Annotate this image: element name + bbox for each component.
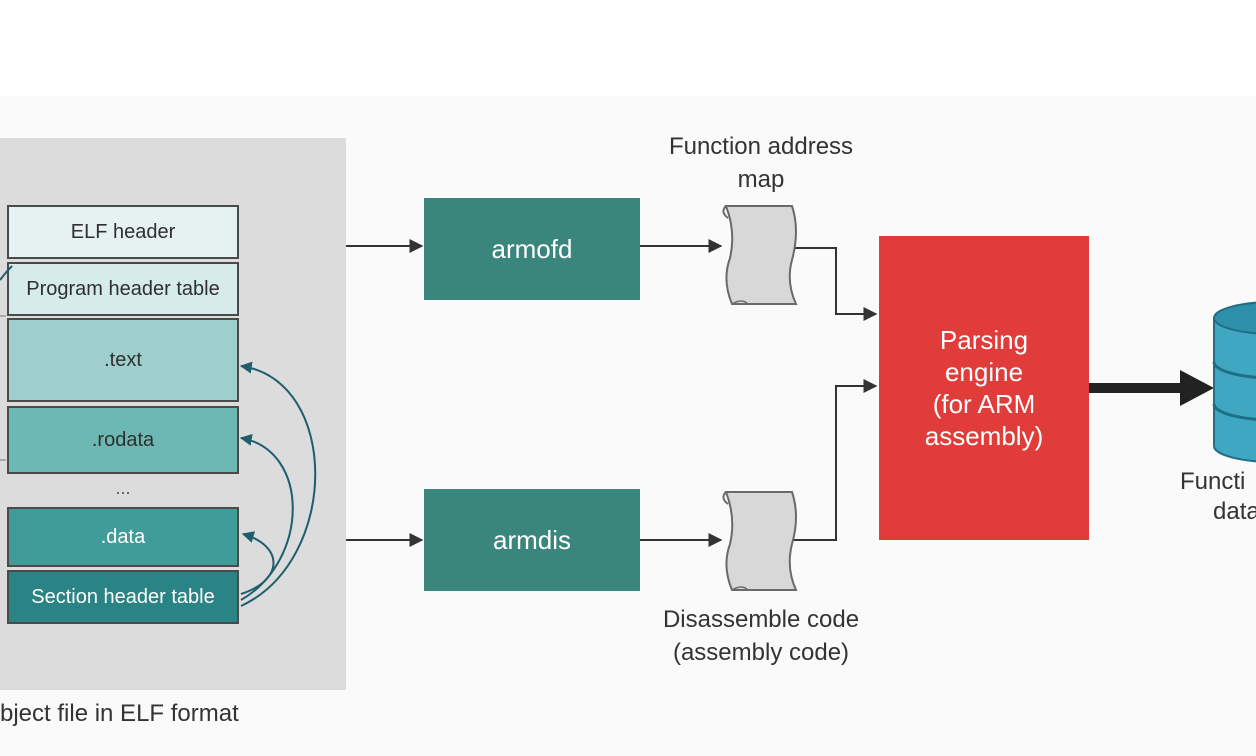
arrow-engine-to-database-head: [1180, 370, 1214, 406]
elf-object-caption: bject file in ELF format: [0, 700, 239, 727]
function-address-map-line2: map: [737, 166, 785, 193]
program-header-table-label: Program header table: [26, 277, 220, 300]
text-section-label: .text: [104, 348, 142, 371]
data-section-segment: .data: [7, 507, 239, 567]
section-header-table-label: Section header table: [31, 585, 215, 608]
disassemble-code-line2: (assembly code): [672, 639, 850, 666]
parsing-engine-label: Parsing engine (for ARM assembly): [925, 324, 1043, 452]
armofd-label: armofd: [491, 233, 573, 264]
armdis-tool-box: armdis: [424, 489, 640, 591]
text-section-segment: .text: [7, 318, 239, 402]
function-database-line2: data: [1213, 498, 1256, 525]
function-database-caption: Functi data: [1180, 467, 1256, 527]
elf-header-segment: ELF header: [7, 205, 239, 259]
parsing-engine-line1: Parsing: [939, 325, 1029, 355]
disassemble-code-caption: Disassemble code (assembly code): [636, 603, 886, 669]
armofd-tool-box: armofd: [424, 198, 640, 300]
parsing-engine-line3: (for ARM: [932, 389, 1036, 419]
function-address-map-line1: Function address: [668, 133, 854, 160]
data-section-label: .data: [100, 525, 146, 548]
function-address-map-caption: Function address map: [636, 130, 886, 196]
arrow-map-to-engine: [792, 247, 878, 321]
parsing-engine-box: Parsing engine (for ARM assembly): [879, 236, 1089, 540]
section-reference-arrows: [239, 361, 317, 607]
function-address-map-document-icon: [722, 205, 798, 305]
parsing-engine-line2: engine: [944, 357, 1024, 387]
program-header-table-segment: Program header table: [7, 262, 239, 316]
left-edge-connector-1: [0, 265, 13, 281]
armdis-label: armdis: [492, 524, 571, 555]
arrow-disasm-to-engine: [792, 379, 878, 541]
function-database-line1: Functi: [1180, 468, 1246, 495]
segment-ellipsis: ...: [115, 478, 131, 498]
disassemble-code-document-icon: [722, 491, 798, 591]
parsing-engine-line4: assembly): [924, 421, 1044, 451]
rodata-section-label: .rodata: [91, 428, 155, 451]
elf-header-label: ELF header: [70, 220, 176, 243]
disassemble-code-line1: Disassemble code: [662, 606, 860, 633]
section-header-table-segment: Section header table: [7, 570, 239, 624]
function-database-icon: [1212, 301, 1256, 463]
rodata-section-segment: .rodata: [7, 406, 239, 474]
